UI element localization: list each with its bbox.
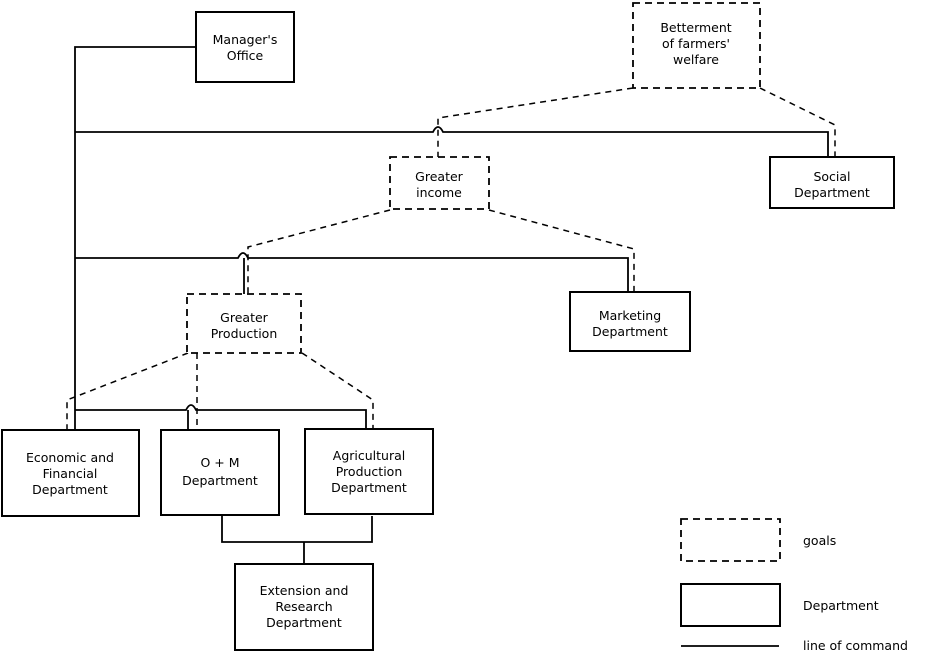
command-lines <box>74 46 829 564</box>
dept-manager-line2: Office <box>227 48 264 63</box>
dept-economic-line2: Financial <box>43 466 98 481</box>
goal-greater-production[interactable]: Greater Production <box>186 293 302 354</box>
dept-managers-office[interactable]: Manager's Office <box>195 11 295 83</box>
goal-betterment-line1: Betterment <box>660 20 731 35</box>
goal-production-line1: Greater <box>220 310 268 325</box>
dept-om-line2: Department <box>182 473 258 488</box>
legend-goals-label: goals <box>803 533 836 548</box>
command-line-lower <box>75 404 367 430</box>
goal-link-production-agri <box>301 352 374 430</box>
goal-link-income-marketing <box>488 209 635 292</box>
dept-manager-line1: Manager's <box>213 32 278 47</box>
dept-agricultural-production[interactable]: Agricultural Production Department <box>304 428 434 515</box>
dept-extension-line3: Department <box>266 615 342 630</box>
goal-betterment-line2: of farmers' <box>662 36 730 51</box>
dept-economic-line3: Department <box>32 482 108 497</box>
dept-social-line2: Department <box>794 185 870 200</box>
goal-betterment[interactable]: Betterment of farmers' welfare <box>632 2 761 89</box>
goal-link-income-production <box>247 209 391 294</box>
legend-line-label: line of command <box>803 638 908 653</box>
legend-department-label: Department <box>803 598 879 613</box>
dept-economic-line1: Economic and <box>26 450 114 465</box>
goal-income-line1: Greater <box>415 169 463 184</box>
command-line-extension <box>221 516 373 564</box>
dept-marketing[interactable]: Marketing Department <box>569 291 691 352</box>
goal-links <box>66 87 836 430</box>
goal-income-line2: income <box>416 185 462 200</box>
dept-om[interactable]: O + M Department <box>160 429 280 516</box>
command-line-manager-trunk <box>74 46 196 430</box>
legend-department-swatch <box>680 583 781 627</box>
legend-goals-swatch <box>680 518 781 562</box>
goal-link-production-economic <box>66 352 189 430</box>
goal-production-line2: Production <box>211 326 278 341</box>
dept-extension-line1: Extension and <box>260 583 349 598</box>
dept-agri-line2: Production <box>336 464 403 479</box>
command-line-social <box>75 126 829 157</box>
goal-betterment-line3: welfare <box>673 52 719 67</box>
dept-marketing-line1: Marketing <box>599 308 661 323</box>
dept-social[interactable]: Social Department <box>769 156 895 209</box>
goal-greater-income[interactable]: Greater income <box>389 156 490 210</box>
dept-marketing-line2: Department <box>592 324 668 339</box>
goal-link-betterment-income <box>437 87 634 157</box>
dept-extension-line2: Research <box>275 599 332 614</box>
dept-agri-line1: Agricultural <box>333 448 405 463</box>
goal-link-betterment-social <box>759 87 836 157</box>
legend: goals Department line of command <box>680 518 908 653</box>
dept-extension-research[interactable]: Extension and Research Department <box>234 563 374 651</box>
command-line-marketing <box>75 252 629 292</box>
dept-social-line1: Social <box>813 169 850 184</box>
dept-economic-financial[interactable]: Economic and Financial Department <box>1 429 140 517</box>
dept-agri-line3: Department <box>331 480 407 495</box>
dept-om-line1: O + M <box>200 455 239 470</box>
